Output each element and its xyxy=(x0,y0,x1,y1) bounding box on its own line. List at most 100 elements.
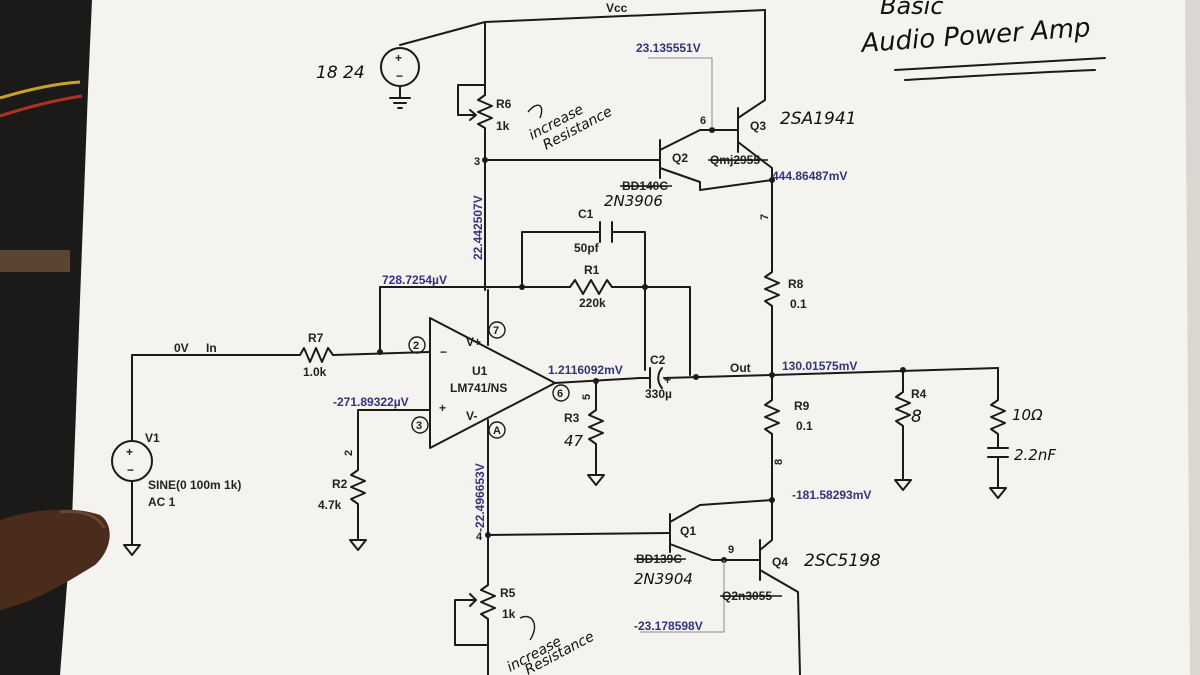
u1-pin7: 7 xyxy=(493,325,499,337)
q1-collector xyxy=(669,499,773,523)
voltage-vertical-top: 22.442507V xyxy=(471,195,485,260)
c1-wires xyxy=(521,231,646,288)
zobel-capacitor-value: 2.2nF xyxy=(1014,446,1056,464)
q1-name: Q1 xyxy=(680,524,696,538)
q1-emitter xyxy=(669,543,761,561)
c2-name: C2 xyxy=(650,353,666,367)
vcc-supply-handwritten: 18 24 xyxy=(316,63,365,83)
net-8: 8 xyxy=(773,459,785,465)
r9-name: R9 xyxy=(794,399,810,413)
r2-value: 4.7k xyxy=(318,498,342,512)
c2-capacitor xyxy=(649,367,663,389)
q2-handwritten-part: 2N3906 xyxy=(604,192,663,210)
u1-pin2-circle xyxy=(408,336,426,354)
voltage-noninv-input: -271.89322µV xyxy=(333,395,409,409)
c1-name: C1 xyxy=(578,207,594,221)
probe-q4-base xyxy=(640,560,725,633)
q4-collector xyxy=(759,499,773,551)
q3-name: Q3 xyxy=(750,119,766,133)
probe-q3-base xyxy=(648,57,713,128)
red-wire xyxy=(0,94,83,118)
r5-name: R5 xyxy=(500,586,516,600)
q1-handwritten-part: 2N3904 xyxy=(634,570,693,588)
u1-pin6-circle xyxy=(552,384,570,402)
paper-sheet xyxy=(60,0,1200,675)
voltage-q3-base: 23.135551V xyxy=(636,41,701,55)
net-3: 3 xyxy=(474,156,480,168)
net-7: 7 xyxy=(759,214,771,220)
q3-collector xyxy=(737,9,766,119)
u1-opamp-triangle xyxy=(429,317,556,449)
r7-resistor-and-input xyxy=(131,347,431,363)
u1-vminus: V- xyxy=(466,409,477,423)
title-underline-1 xyxy=(894,57,1106,71)
svg-text:−: − xyxy=(440,345,447,359)
net-0v: 0V xyxy=(174,341,189,355)
svg-text:+: + xyxy=(439,401,446,415)
r5-resistor xyxy=(480,534,496,675)
q3-handwritten-part: 2SA1941 xyxy=(780,109,857,129)
svg-text:−: − xyxy=(396,69,403,83)
r7-value: 1.0k xyxy=(303,365,327,379)
r6-name: R6 xyxy=(496,97,512,111)
r6-arrow-note xyxy=(527,104,543,119)
q4-handwritten-part: 2SC5198 xyxy=(804,551,881,571)
u1-pin4: A xyxy=(493,425,501,437)
r9-value: 0.1 xyxy=(796,419,813,433)
r4-value: 8 xyxy=(911,407,922,427)
svg-text:+: + xyxy=(395,51,402,65)
hand-thumb xyxy=(0,509,110,610)
voltage-vertical-bottom: -22.496653V xyxy=(473,463,487,532)
v1-name: V1 xyxy=(145,431,160,445)
net-out: Out xyxy=(730,361,751,375)
voltage-q4-emitter: -181.58293mV xyxy=(792,488,871,502)
q2-name: Q2 xyxy=(672,151,688,165)
zobel-rc xyxy=(987,367,1009,499)
r8-value: 0.1 xyxy=(790,297,807,311)
q2-emitter xyxy=(659,129,739,151)
r2-name: R2 xyxy=(332,477,348,491)
voltage-q3-emitter: 444.86487mV xyxy=(772,169,847,183)
u1-part: LM741/NS xyxy=(450,381,507,395)
r1-resistor-and-feedback xyxy=(379,279,691,376)
r4-resistor xyxy=(894,369,912,491)
net-9: 9 xyxy=(728,544,734,556)
wire-net4-to-q1 xyxy=(487,532,671,536)
paper-edge-shadow xyxy=(1185,0,1200,675)
vcc-ground-symbol xyxy=(389,85,411,109)
svg-text:−: − xyxy=(127,463,134,477)
title-underline-2 xyxy=(904,69,1096,81)
opamp-output-wire xyxy=(554,374,773,384)
u1-pin3-circle xyxy=(411,416,429,434)
r6-wiper xyxy=(457,84,486,116)
voltage-inv-input: 728.7254µV xyxy=(382,273,447,287)
u1-pin2: 2 xyxy=(413,340,419,352)
svg-text:+: + xyxy=(664,373,671,387)
c1-value: 50pf xyxy=(574,241,600,255)
r3-value: 47 xyxy=(564,432,584,450)
v1-ground xyxy=(123,480,141,556)
net-5: 5 xyxy=(581,394,593,400)
u1-name: U1 xyxy=(472,364,488,378)
svg-text:+: + xyxy=(126,445,133,459)
c2-value: 330µ xyxy=(645,387,672,401)
r3-resistor xyxy=(587,380,605,486)
q4-emitter xyxy=(759,569,801,675)
r8-name: R8 xyxy=(788,277,804,291)
u1-pin6: 6 xyxy=(557,388,563,400)
r4-name: R4 xyxy=(911,387,927,401)
r6-resistor xyxy=(477,94,493,291)
yellow-wire xyxy=(0,80,81,100)
output-rail xyxy=(771,367,999,376)
q3-emitter xyxy=(737,141,773,181)
r3-name: R3 xyxy=(564,411,580,425)
zobel-resistor-value: 10Ω xyxy=(1012,406,1043,424)
r1-name: R1 xyxy=(584,263,600,277)
vcc-label: Vcc xyxy=(606,1,628,15)
q4-name: Q4 xyxy=(772,555,788,569)
net-6: 6 xyxy=(700,115,706,127)
r5-arrow-note xyxy=(519,615,536,641)
r2-resistor xyxy=(349,409,431,551)
r7-name: R7 xyxy=(308,331,324,345)
net-4: 4 xyxy=(476,531,483,543)
